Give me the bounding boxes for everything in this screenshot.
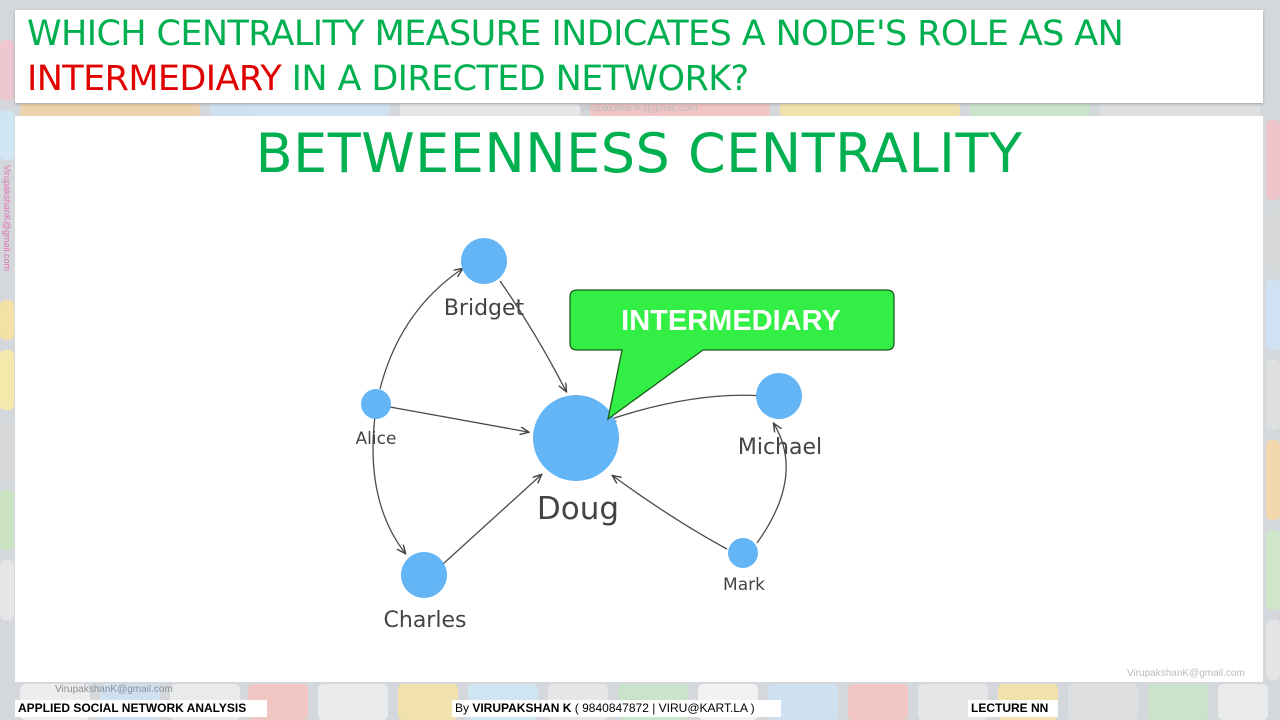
top-watermark: VirupakshanK@gmail.com [580, 103, 698, 114]
label-charles: Charles [384, 608, 467, 633]
label-bridget: Bridget [444, 296, 525, 321]
network-diagram: Bridget Alice Doug Michael Mark Charles … [356, 238, 895, 633]
node-michael [756, 373, 802, 419]
label-alice: Alice [356, 429, 397, 449]
edge-charles-doug [442, 475, 541, 565]
node-bridget [461, 238, 507, 284]
edge-bridget-doug [499, 280, 566, 391]
edge-mark-michael [756, 424, 787, 544]
edge-mark-doug [613, 476, 728, 550]
edge-alice-bridget [379, 269, 462, 390]
question-line-2: INTERMEDIARY IN A DIRECTED NETWORK? [27, 59, 749, 99]
node-alice [361, 389, 391, 419]
edge-michael-doug [608, 394, 764, 420]
corner-watermark: VirupakshanK@gmail.com [1127, 668, 1245, 679]
edge-alice-charles [372, 415, 405, 553]
bottom-watermark: VirupakshanK@gmail.com [55, 684, 173, 695]
node-mark [728, 538, 758, 568]
answer-heading: BETWEENNESS CENTRALITY [255, 122, 1023, 185]
node-doug [533, 395, 619, 481]
callout-intermediary: INTERMEDIARY [569, 289, 895, 421]
label-michael: Michael [738, 435, 822, 460]
answer-panel: BETWEENNESS CENTRALITY Bridget [15, 116, 1263, 682]
node-charles [401, 552, 447, 598]
question-highlight: INTERMEDIARY [27, 59, 282, 99]
question-banner: WHICH CENTRALITY MEASURE INDICATES A NOD… [15, 10, 1263, 103]
label-doug: Doug [537, 491, 619, 527]
edge-alice-doug [389, 406, 528, 432]
question-line-2-rest: IN A DIRECTED NETWORK? [281, 59, 750, 99]
question-line-1: WHICH CENTRALITY MEASURE INDICATES A NOD… [27, 14, 1124, 54]
label-mark: Mark [723, 575, 765, 595]
footer-author: By VIRUPAKSHAN K ( 9840847872 | VIRU@KAR… [452, 700, 781, 717]
callout-text: INTERMEDIARY [621, 305, 841, 337]
footer-course: APPLIED SOCIAL NETWORK ANALYSIS [15, 700, 267, 717]
side-watermark: VirupakshanK@gmail.com [2, 165, 12, 272]
footer-lecture: LECTURE NN [968, 700, 1058, 717]
